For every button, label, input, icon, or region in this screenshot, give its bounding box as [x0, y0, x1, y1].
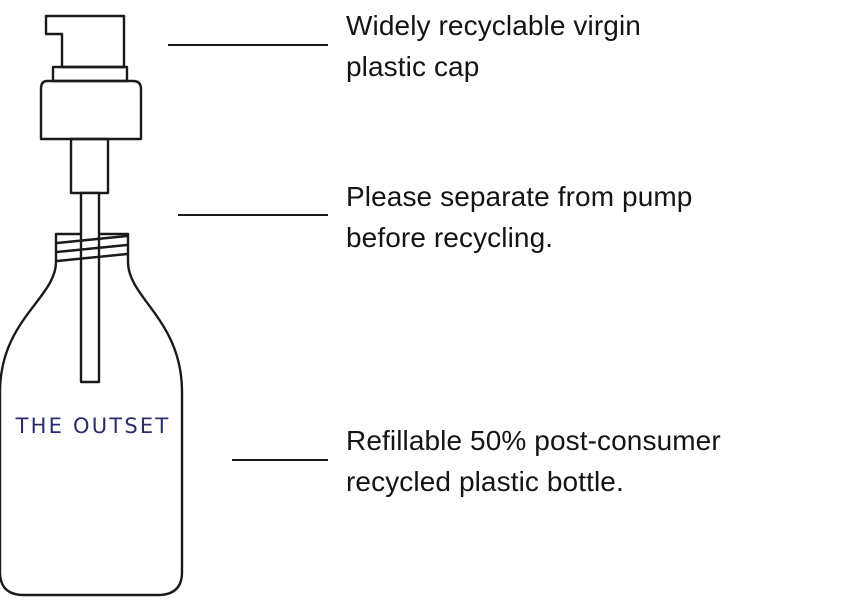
cap-callout-line	[168, 44, 328, 46]
pump-callout-text: Please separate from pump before recycli…	[346, 176, 692, 258]
bottle-callout-text: Refillable 50% post-consumer recycled pl…	[346, 420, 721, 502]
neck-thread-3	[55, 252, 129, 263]
pump-callout-line-2: before recycling.	[346, 222, 554, 253]
bottle-body	[0, 232, 184, 597]
pump-collar	[51, 65, 129, 83]
cap-callout-text: Widely recyclable virgin plastic cap	[346, 5, 641, 87]
bottle-cap	[39, 79, 143, 141]
neck-thread-2	[55, 243, 129, 254]
dip-tube	[79, 191, 101, 384]
bottle-callout-line	[232, 459, 328, 461]
cap-callout-line-2: plastic cap	[346, 51, 480, 82]
neck-thread-1	[55, 234, 129, 245]
brand-label: THE OUTSET	[15, 414, 171, 438]
pump-callout-line-1: Please separate from pump	[346, 181, 693, 212]
pump-nozzle	[44, 14, 126, 69]
pump-stem	[69, 137, 110, 195]
pump-callout-line	[178, 214, 328, 216]
bottle-callout-line-1: Refillable 50% post-consumer	[346, 425, 721, 456]
bottle-callout-line-2: recycled plastic bottle.	[346, 466, 624, 497]
cap-callout-line-1: Widely recyclable virgin	[346, 10, 641, 41]
